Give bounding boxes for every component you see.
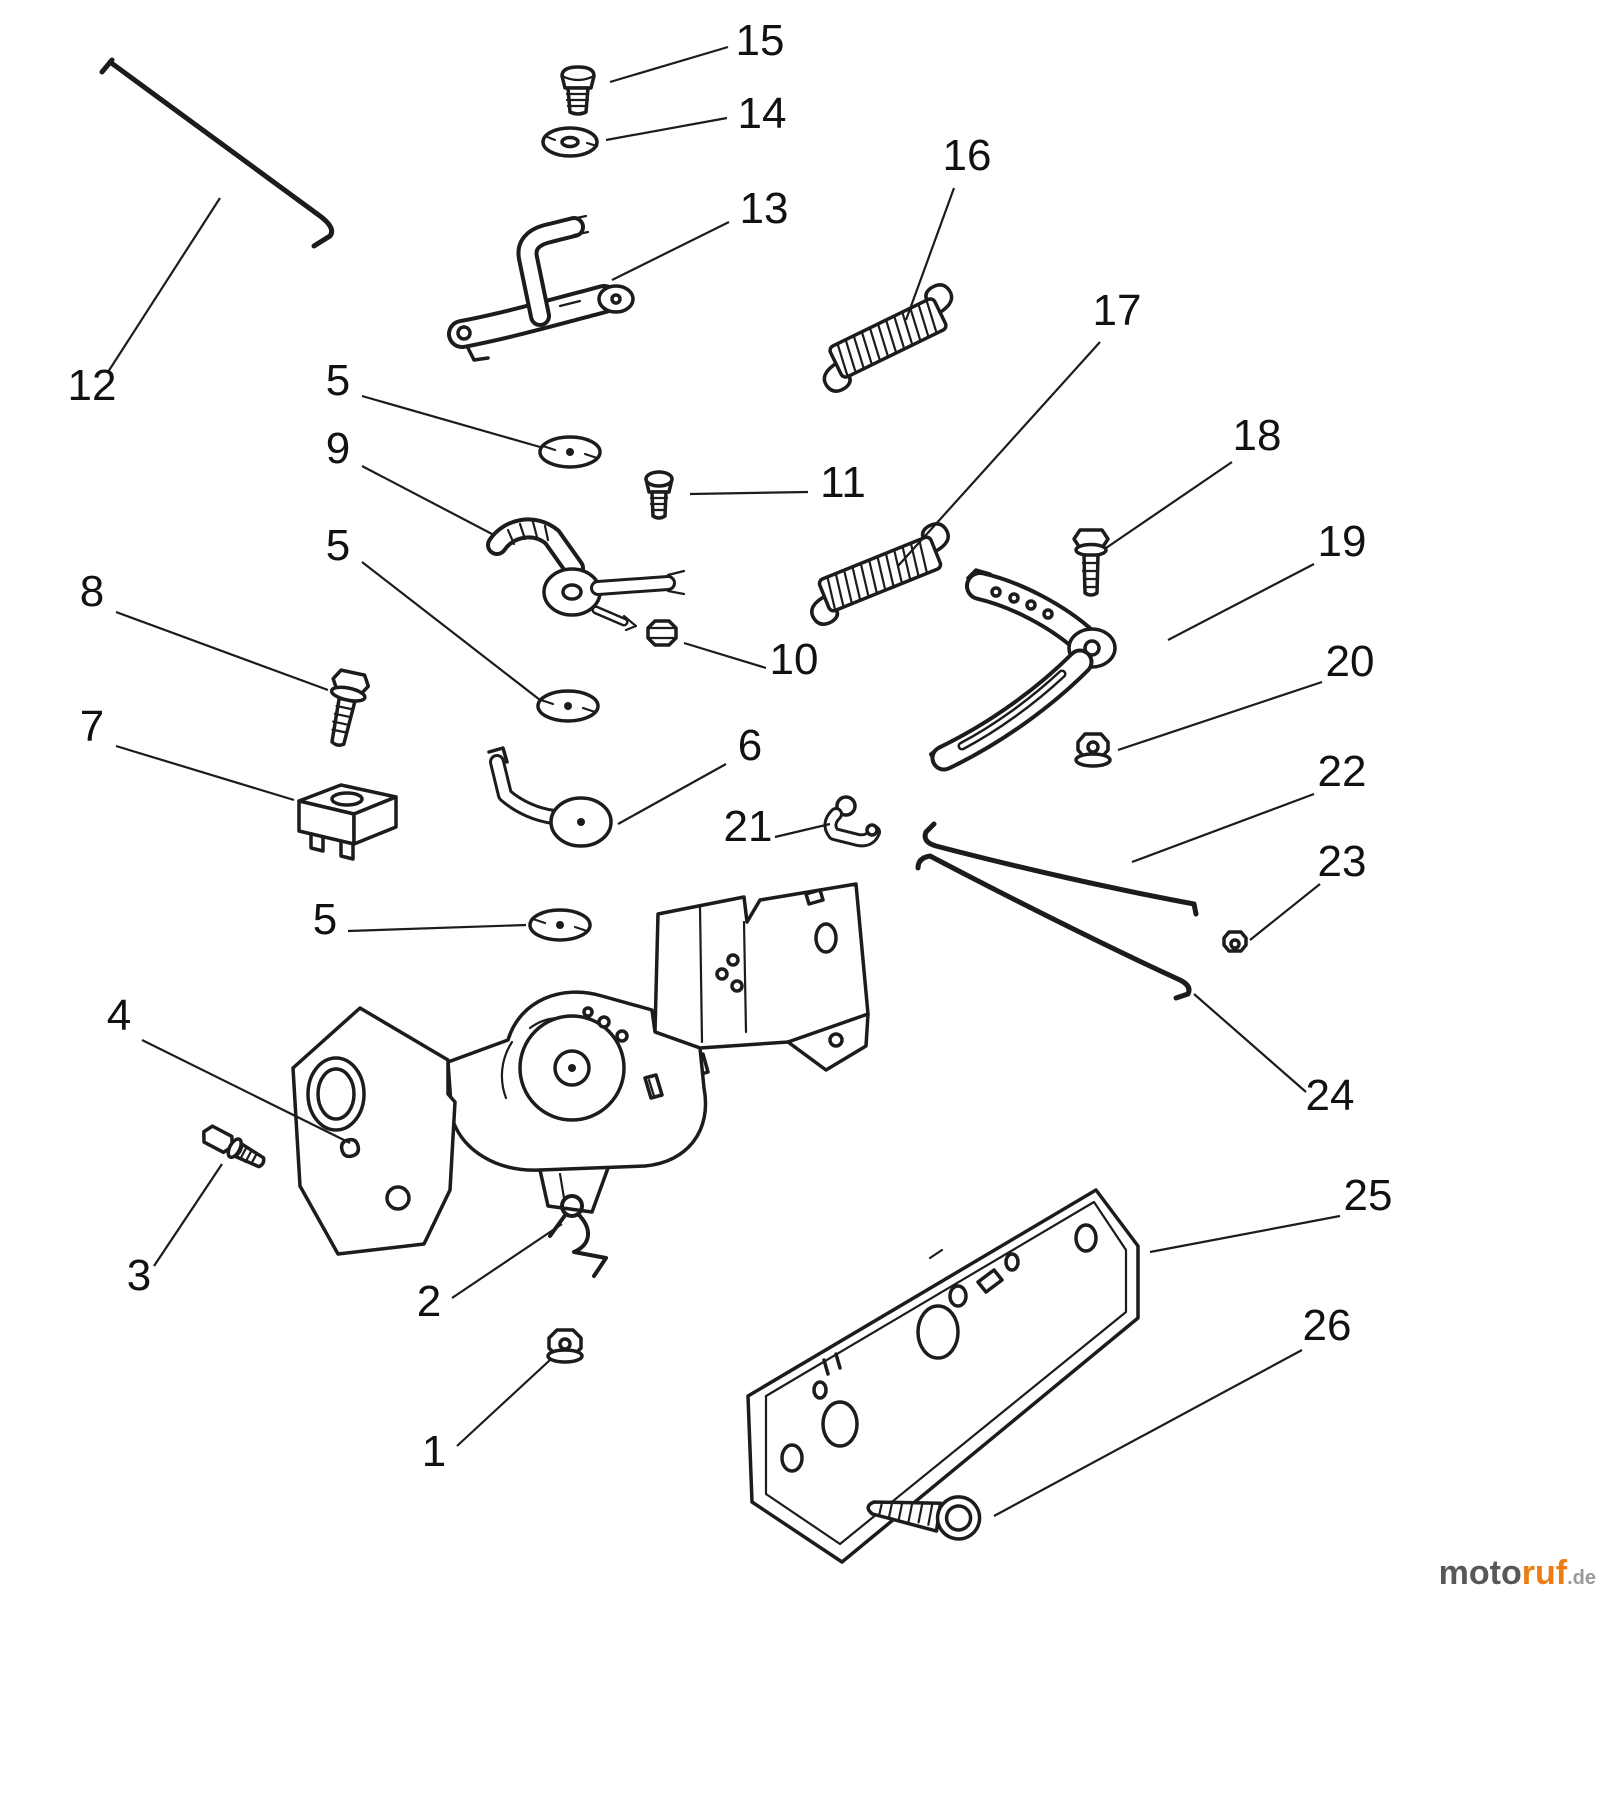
leader-line-25 <box>1149 1214 1341 1254</box>
leader-line-21 <box>774 822 831 839</box>
leader-line-10 <box>683 641 767 670</box>
part-number-5: 5 <box>326 356 350 405</box>
part-number-14: 14 <box>738 89 787 138</box>
watermark-moto: moto <box>1439 1554 1522 1592</box>
part-number-15: 15 <box>736 16 785 65</box>
leader-line-13 <box>611 221 730 281</box>
leader-line-12 <box>107 197 221 373</box>
part-2-spring-wire <box>548 1194 608 1278</box>
part-15-screw <box>560 65 596 116</box>
leader-line-9 <box>361 465 493 535</box>
part-13-bracket <box>447 214 635 362</box>
part-21-cable-clip <box>823 795 881 848</box>
part-number-7: 7 <box>80 702 104 751</box>
part-18-bolt <box>1072 528 1110 597</box>
part-number-9: 9 <box>326 424 350 473</box>
part-20-nut <box>1074 732 1112 768</box>
part-7-clamp <box>297 783 398 861</box>
watermark-ruf: ruf <box>1522 1554 1568 1592</box>
leader-line-22 <box>1131 792 1315 864</box>
part-number-16: 16 <box>943 131 992 180</box>
part-number-10: 10 <box>770 635 819 684</box>
part-5-washer-c <box>528 908 592 942</box>
part-number-5: 5 <box>313 895 337 944</box>
part-number-24: 24 <box>1306 1071 1355 1120</box>
part-1-nut <box>546 1328 584 1364</box>
part-4-mounting-bracket <box>291 882 870 1256</box>
part-3-screw <box>202 1124 266 1169</box>
part-number-19: 19 <box>1318 517 1367 566</box>
part-26-screw <box>866 1495 982 1541</box>
part-6-choke-lever <box>487 746 613 848</box>
part-number-13: 13 <box>740 184 789 233</box>
leader-line-11 <box>689 490 809 496</box>
leader-line-1 <box>456 1359 551 1447</box>
leader-line-20 <box>1117 680 1323 752</box>
part-8-bolt <box>329 668 371 747</box>
leader-line-18 <box>1105 461 1233 549</box>
part-5-washer-a <box>538 435 602 469</box>
part-16-spring <box>822 283 954 393</box>
leader-line-17 <box>897 341 1101 567</box>
leader-line-5 <box>361 561 541 701</box>
leader-line-2 <box>451 1223 563 1299</box>
part-23-nut <box>1222 930 1248 953</box>
part-number-3: 3 <box>127 1251 151 1300</box>
part-number-4: 4 <box>107 991 131 1040</box>
part-number-26: 26 <box>1303 1301 1352 1350</box>
part-number-8: 8 <box>80 567 104 616</box>
part-9-governor-lever <box>486 517 686 632</box>
part-number-11: 11 <box>820 458 866 507</box>
part-number-21: 21 <box>724 802 773 851</box>
leader-line-4 <box>141 1039 351 1144</box>
part-number-18: 18 <box>1233 411 1282 460</box>
watermark: motoruf.de <box>1439 1554 1596 1592</box>
part-number-22: 22 <box>1318 747 1367 796</box>
part-11-screw <box>644 470 674 520</box>
leader-line-19 <box>1167 563 1315 641</box>
leader-line-16 <box>904 187 956 321</box>
part-number-5: 5 <box>326 521 350 570</box>
part-22-link-rod <box>922 821 1199 917</box>
leader-line-7 <box>115 744 295 802</box>
part-24-link-rod <box>915 853 1192 1001</box>
part-25-control-plate <box>746 1188 1140 1564</box>
part-10-nut <box>646 619 678 647</box>
part-17-spring <box>810 522 950 626</box>
leader-line-3 <box>153 1163 223 1267</box>
leader-line-26 <box>993 1349 1303 1517</box>
leader-line-5 <box>361 394 541 449</box>
leader-line-24 <box>1193 993 1307 1093</box>
leader-line-23 <box>1249 883 1321 941</box>
part-number-17: 17 <box>1093 286 1142 335</box>
leader-line-15 <box>609 45 729 84</box>
part-14-washer <box>541 126 599 158</box>
part-19-speed-control-lever <box>928 568 1117 772</box>
part-number-1: 1 <box>422 1427 446 1476</box>
part-12-control-rod <box>99 57 335 249</box>
part-number-20: 20 <box>1326 637 1375 686</box>
part-number-12: 12 <box>68 361 117 410</box>
part-number-23: 23 <box>1318 837 1367 886</box>
leader-line-6 <box>617 763 727 825</box>
part-number-6: 6 <box>738 721 762 770</box>
leader-line-14 <box>605 116 728 142</box>
leader-line-5 <box>347 923 527 933</box>
watermark-de: .de <box>1567 1567 1596 1589</box>
part-number-2: 2 <box>417 1277 441 1326</box>
leader-line-8 <box>115 610 329 692</box>
part-5-washer-b <box>536 689 600 723</box>
part-number-25: 25 <box>1344 1171 1393 1220</box>
